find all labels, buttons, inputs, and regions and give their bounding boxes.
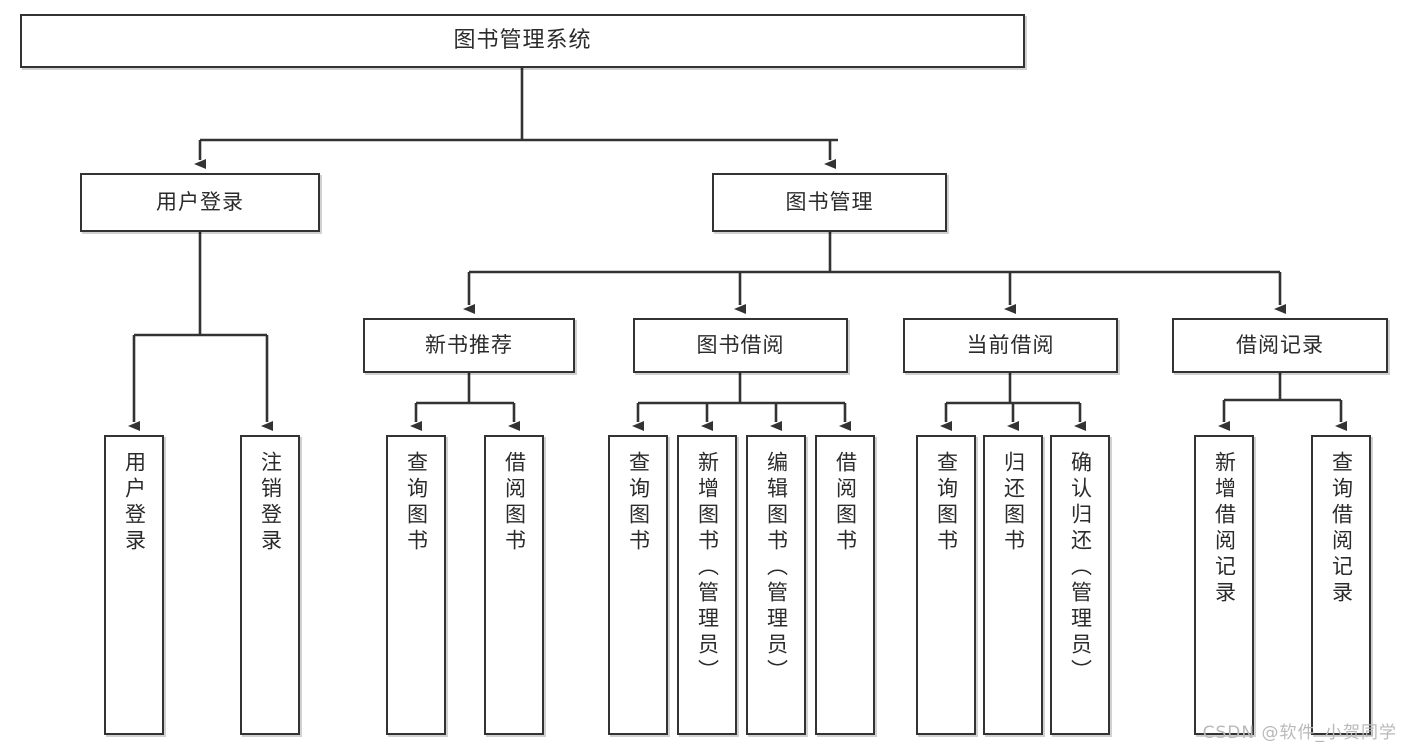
leaf-borrowrecords-add-record-label: 新增借阅记录 bbox=[1212, 451, 1237, 607]
leaf-user-login[interactable]: 用户登录 bbox=[104, 435, 164, 735]
node-current-borrow[interactable]: 当前借阅 bbox=[903, 318, 1118, 373]
node-borrow-records-label: 借阅记录 bbox=[1236, 332, 1324, 357]
leaf-newbook-query-book-label: 查询图书 bbox=[404, 451, 429, 555]
leaf-bookborrow-borrow-book[interactable]: 借阅图书 bbox=[815, 435, 875, 735]
leaf-bookborrow-add-book-label: 新增图书（管理员） bbox=[695, 451, 720, 685]
leaf-bookborrow-add-book[interactable]: 新增图书（管理员） bbox=[677, 435, 737, 735]
leaf-bookborrow-query-book-label: 查询图书 bbox=[626, 451, 651, 555]
node-current-borrow-label: 当前借阅 bbox=[966, 332, 1055, 357]
leaf-borrowrecords-query-record[interactable]: 查询借阅记录 bbox=[1311, 435, 1371, 735]
leaf-currentborrow-return-book[interactable]: 归还图书 bbox=[983, 435, 1043, 735]
leaf-logout-label: 注销登录 bbox=[258, 451, 283, 555]
leaf-newbook-borrow-book-label: 借阅图书 bbox=[502, 451, 527, 555]
node-user-login[interactable]: 用户登录 bbox=[80, 173, 320, 232]
node-new-book-recommend-label: 新书推荐 bbox=[425, 332, 513, 357]
leaf-user-login-label: 用户登录 bbox=[122, 451, 147, 555]
leaf-borrowrecords-query-record-label: 查询借阅记录 bbox=[1329, 451, 1354, 607]
leaf-currentborrow-query-book[interactable]: 查询图书 bbox=[916, 435, 976, 735]
node-book-borrow-label: 图书借阅 bbox=[696, 332, 785, 357]
leaf-currentborrow-confirm-return-label: 确认归还（管理员） bbox=[1068, 451, 1093, 685]
node-book-manage[interactable]: 图书管理 bbox=[712, 173, 947, 232]
leaf-newbook-borrow-book[interactable]: 借阅图书 bbox=[484, 435, 544, 735]
leaf-newbook-query-book[interactable]: 查询图书 bbox=[386, 435, 446, 735]
node-book-borrow[interactable]: 图书借阅 bbox=[633, 318, 848, 373]
leaf-currentborrow-return-book-label: 归还图书 bbox=[1001, 451, 1026, 555]
node-new-book-recommend[interactable]: 新书推荐 bbox=[363, 318, 575, 373]
leaf-bookborrow-query-book[interactable]: 查询图书 bbox=[608, 435, 668, 735]
leaf-bookborrow-borrow-book-label: 借阅图书 bbox=[833, 451, 858, 555]
node-user-login-label: 用户登录 bbox=[156, 189, 244, 214]
node-book-manage-label: 图书管理 bbox=[785, 189, 874, 214]
leaf-bookborrow-edit-book-label: 编辑图书（管理员） bbox=[764, 451, 789, 685]
leaf-logout[interactable]: 注销登录 bbox=[240, 435, 300, 735]
leaf-currentborrow-query-book-label: 查询图书 bbox=[934, 451, 959, 555]
leaf-bookborrow-edit-book[interactable]: 编辑图书（管理员） bbox=[746, 435, 806, 735]
node-root[interactable]: 图书管理系统 bbox=[20, 14, 1025, 68]
node-borrow-records[interactable]: 借阅记录 bbox=[1172, 318, 1388, 373]
leaf-borrowrecords-add-record[interactable]: 新增借阅记录 bbox=[1194, 435, 1254, 735]
node-root-label: 图书管理系统 bbox=[453, 27, 592, 53]
leaf-currentborrow-confirm-return[interactable]: 确认归还（管理员） bbox=[1050, 435, 1110, 735]
